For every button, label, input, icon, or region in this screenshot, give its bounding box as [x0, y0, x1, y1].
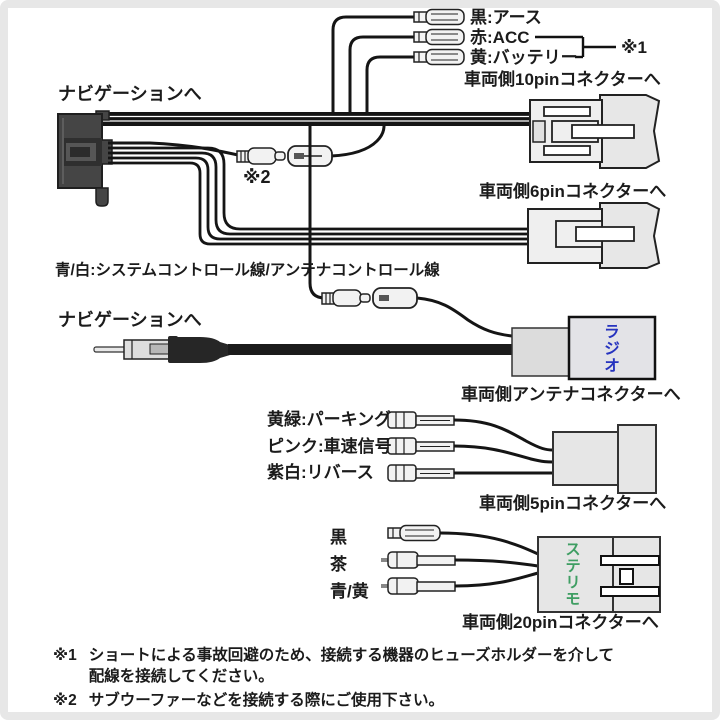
footnote-1-ref: ※1 [53, 647, 77, 664]
blue-yellow-wire-label: 青/黄 [330, 582, 369, 601]
parking-terminal [387, 411, 455, 429]
vehicle-20pin-connector [537, 536, 661, 613]
radio-marking: ラジオ [601, 323, 618, 374]
footnote-1: ※1 ショートによる事故回避のため、接続する機器のヒューズホルダーを介して 配線… [53, 645, 614, 687]
ground-terminal [413, 8, 465, 26]
footnote-2: ※2 サブウーファーなどを接続する際にご使用下さい。 [53, 690, 444, 711]
steering-blue-yellow-terminal [381, 577, 456, 595]
ref1-marker: ※1 [621, 38, 647, 57]
footnote-2-ref: ※2 [53, 692, 77, 709]
brown-wire-label: 茶 [330, 555, 347, 574]
conn-5pin-label: 車両側5pinコネクターへ [479, 494, 667, 513]
conn-10pin-label: 車両側10pinコネクターへ [464, 70, 661, 89]
acc-wire-label: 赤:ACC [470, 28, 530, 47]
acc-terminal [413, 28, 465, 46]
conn-6pin-label: 車両側6pinコネクターへ [479, 182, 667, 201]
twenty-pin-wires [439, 531, 539, 588]
control-wire-label: 青/白:システムコントロール線/アンテナコントロール線 [55, 262, 440, 279]
conn-20pin-label: 車両側20pinコネクターへ [462, 613, 659, 632]
conn-antenna-label: 車両側アンテナコネクターへ [461, 385, 681, 404]
main-harness [100, 112, 534, 126]
ref1-bracket [535, 35, 616, 59]
steering-black-terminal [387, 524, 441, 542]
subwoofer-bullet-pair [236, 145, 333, 167]
parking-wire-label: 黄緑:パーキング [267, 410, 392, 429]
battery-terminal [413, 48, 465, 66]
antenna-control-bullet-pair [321, 287, 418, 309]
five-pin-wires [453, 418, 554, 475]
speed-wire-label: ピンク:車速信号 [267, 437, 392, 456]
steering-brown-terminal [381, 551, 456, 569]
reverse-terminal [387, 464, 455, 482]
reverse-wire-label: 紫白:リバース [267, 463, 374, 482]
navigation-connector [57, 110, 113, 207]
black-wire-label: 黒 [330, 528, 347, 547]
antenna-plug [93, 336, 513, 363]
battery-wire-label: 黄:バッテリー [470, 48, 578, 67]
speed-terminal [387, 437, 455, 455]
footnote-2-text: サブウーファーなどを接続する際にご使用下さい。 [88, 692, 444, 709]
nav-top-label: ナビゲーションへ [58, 84, 202, 104]
vehicle-5pin-connector [552, 424, 657, 494]
power-branch-wires [331, 15, 414, 115]
vehicle-10pin-connector [529, 94, 661, 169]
vehicle-6pin-connector [527, 202, 661, 269]
radio-connector [511, 315, 657, 381]
nav-antenna-label: ナビゲーションへ [58, 310, 202, 330]
ref2-marker: ※2 [243, 167, 271, 187]
subwoofer-branch-wire [108, 125, 386, 158]
ground-wire-label: 黒:アース [470, 8, 542, 27]
footnote-1-text: ショートによる事故回避のため、接続する機器のヒューズホルダーを介して 配線を接続… [88, 647, 615, 685]
sterimo-marking: ステリモ [563, 541, 580, 607]
